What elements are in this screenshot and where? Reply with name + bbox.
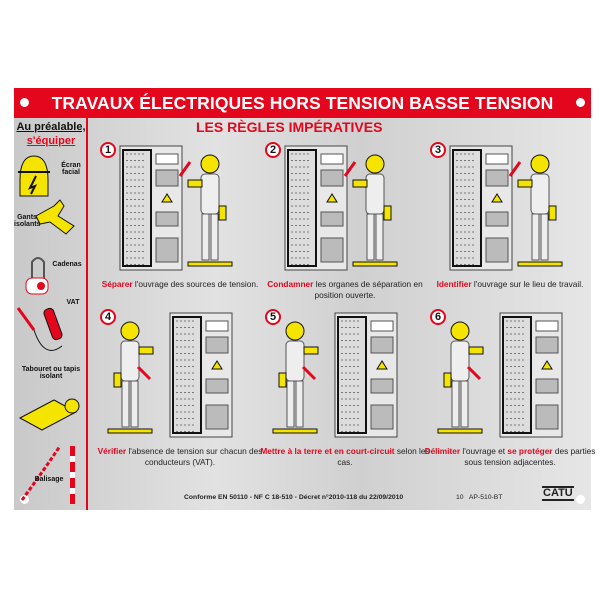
equipment-icons (16, 155, 80, 504)
red-arrow-icon (508, 161, 522, 177)
equipment-label: Tabouret ou tapis isolant (21, 366, 81, 380)
step-number: 2 (265, 142, 281, 158)
step-illustration (437, 312, 563, 438)
step-caption: Identifier l'ouvrage sur le lieu de trav… (420, 279, 600, 290)
brand-logo: CATU (542, 486, 574, 501)
step-number: 3 (430, 142, 446, 158)
electrical-cabinet-icon (449, 145, 513, 271)
red-arrow-icon (136, 365, 152, 381)
equipment-label: Gants isolants (14, 214, 41, 228)
step-text: l'ouvrage des sources de tension. (132, 279, 259, 289)
step-caption: Délimiter l'ouvrage et se protéger des p… (420, 446, 600, 468)
electrical-cabinet-icon (334, 312, 398, 438)
electrical-cabinet-icon (284, 145, 348, 271)
ref-number: 10 (456, 494, 464, 501)
equipment-sidebar: Au préalable, s'équiper Écran facial Gan… (14, 118, 88, 510)
equipment-label: VAT (66, 299, 80, 306)
compliance-text: Conforme EN 50110 - NF C 18-510 - Décret… (184, 494, 404, 501)
equipment-label: Balisage (34, 476, 64, 483)
insulating-gloves-icon (35, 199, 75, 235)
electrical-cabinet-icon (169, 312, 233, 438)
step-caption: Condamner les organes de séparation en p… (255, 279, 435, 301)
mounting-hole (20, 98, 29, 107)
step-illustration (272, 312, 398, 438)
step-keyword: Mettre à la terre et en court-circuit (260, 446, 395, 456)
step-text: l'ouvrage et (460, 446, 508, 456)
reference-code: 10 AP-510-BT (456, 494, 502, 501)
red-arrow-icon (178, 161, 192, 177)
step-keyword: Délimiter (424, 446, 461, 456)
worker-icon (272, 321, 319, 434)
step-illustration (107, 312, 233, 438)
step-keyword: Vérifier (97, 446, 127, 456)
sidebar-subtitle: s'équiper (26, 135, 76, 147)
face-shield-icon (18, 155, 50, 197)
step-text: l'absence de tension sur chacun des cond… (126, 446, 263, 467)
step-illustration (119, 145, 233, 271)
step-number: 1 (100, 142, 116, 158)
sign-title: TRAVAUX ÉLECTRIQUES HORS TENSION BASSE T… (14, 88, 591, 118)
worker-icon (352, 154, 398, 267)
sidebar-title: Au préalable, (16, 121, 86, 133)
step-caption: Séparer l'ouvrage des sources de tension… (90, 279, 270, 290)
red-arrow-icon (466, 365, 482, 381)
insulating-mat-icon (18, 398, 80, 431)
red-arrow-icon (301, 365, 317, 381)
equipment-label: Écran facial (61, 162, 81, 176)
step-keyword: Condamner (267, 279, 314, 289)
worker-icon (187, 154, 233, 267)
electrical-cabinet-icon (119, 145, 183, 271)
step-number: 6 (430, 309, 446, 325)
equipment-label: Cadenas (52, 261, 82, 268)
worker-icon (517, 154, 563, 267)
mounting-hole (20, 495, 29, 504)
step-caption: Vérifier l'absence de tension sur chacun… (90, 446, 270, 468)
ref-code: AP-510-BT (468, 494, 503, 501)
electrical-cabinet-icon (499, 312, 563, 438)
step-number: 5 (265, 309, 281, 325)
step-text: les organes de séparation en position ou… (313, 279, 423, 300)
mounting-hole (576, 495, 585, 504)
step-text: selon les cas. (337, 446, 430, 467)
padlock-icon (25, 257, 49, 295)
voltage-tester-icon (16, 307, 63, 351)
step-illustration (449, 145, 563, 271)
step-caption: Mettre à la terre et en court-circuit se… (255, 446, 435, 468)
safety-sign: TRAVAUX ÉLECTRIQUES HORS TENSION BASSE T… (14, 88, 595, 510)
step-number: 4 (100, 309, 116, 325)
step-keyword: Séparer (101, 279, 133, 289)
rules-heading: LES RÈGLES IMPÉRATIVES (196, 119, 383, 135)
red-arrow-icon (343, 161, 357, 177)
step-text: l'ouvrage sur le lieu de travail. (471, 279, 584, 289)
worker-icon (107, 321, 154, 434)
barrier-chain-icon (20, 445, 75, 504)
worker-icon (437, 321, 484, 434)
step-illustration (284, 145, 398, 271)
mounting-hole (576, 98, 585, 107)
step-keyword-2: se protéger (507, 446, 553, 456)
step-text-2: des parties sous tension adjacentes. (464, 446, 596, 467)
step-keyword: Identifier (436, 279, 472, 289)
